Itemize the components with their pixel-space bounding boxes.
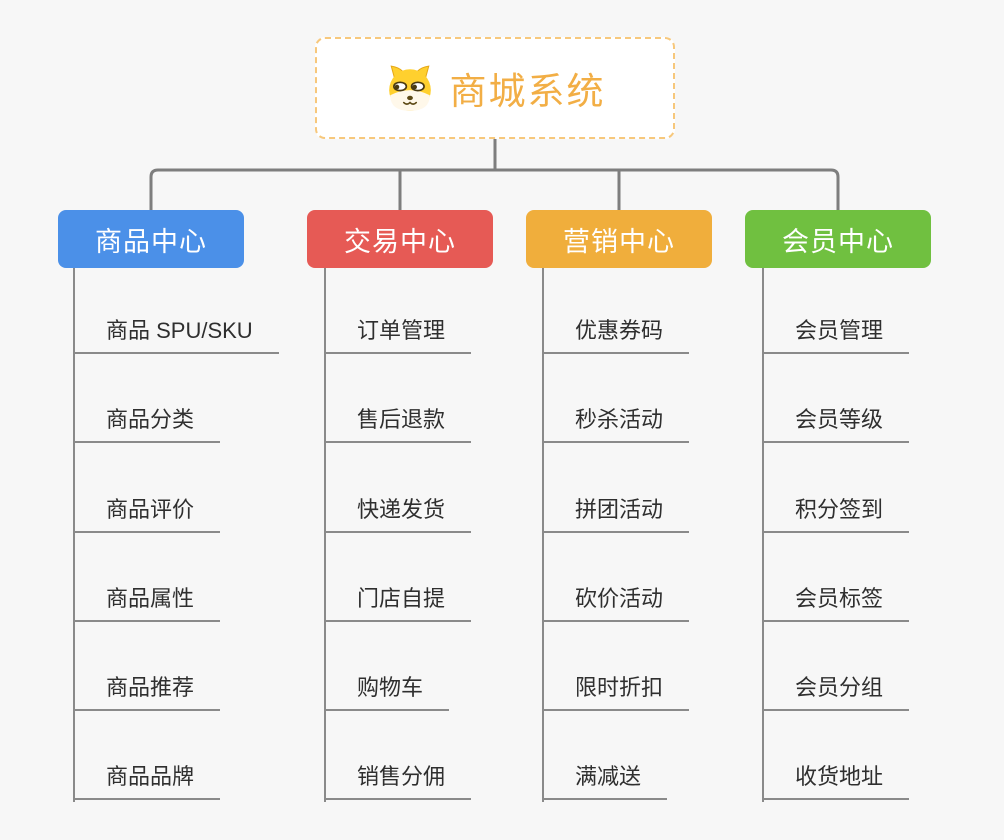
root-node[interactable]: 商城系统 xyxy=(315,37,675,139)
leaf-node-points-checkin[interactable]: 积分签到 xyxy=(762,491,910,533)
leaf-node-member-group[interactable]: 会员分组 xyxy=(762,669,910,711)
branch-connector-line xyxy=(73,268,75,802)
leaf-node-member-level[interactable]: 会员等级 xyxy=(762,401,910,443)
branch-label: 营销中心 xyxy=(563,226,675,257)
branch-node-marketing-center[interactable]: 营销中心 xyxy=(526,210,712,268)
leaf-node-shipping-address[interactable]: 收货地址 xyxy=(762,758,910,800)
leaf-node-full-reduction[interactable]: 满减送 xyxy=(542,758,668,800)
leaf-node-shopping-cart[interactable]: 购物车 xyxy=(324,669,450,711)
leaf-node-product-recommend[interactable]: 商品推荐 xyxy=(73,669,221,711)
branch-label: 会员中心 xyxy=(782,226,894,257)
leaf-node-product-review[interactable]: 商品评价 xyxy=(73,491,221,533)
leaf-node-member-management[interactable]: 会员管理 xyxy=(762,312,910,354)
branch-label: 商品中心 xyxy=(95,226,207,257)
leaf-node-product-attribute[interactable]: 商品属性 xyxy=(73,580,221,622)
leaf-node-sales-commission[interactable]: 销售分佣 xyxy=(324,758,472,800)
branch-node-trade-center[interactable]: 交易中心 xyxy=(307,210,493,268)
leaf-node-order-management[interactable]: 订单管理 xyxy=(324,312,472,354)
leaf-node-flash-sale[interactable]: 秒杀活动 xyxy=(542,401,690,443)
leaf-node-aftersale-refund[interactable]: 售后退款 xyxy=(324,401,472,443)
leaf-node-bargain-activity[interactable]: 砍价活动 xyxy=(542,580,690,622)
leaf-node-store-pickup[interactable]: 门店自提 xyxy=(324,580,472,622)
branch-node-product-center[interactable]: 商品中心 xyxy=(58,210,244,268)
leaf-node-product-brand[interactable]: 商品品牌 xyxy=(73,758,221,800)
branch-connector-line xyxy=(324,268,326,802)
leaf-node-group-buy[interactable]: 拼团活动 xyxy=(542,491,690,533)
leaf-node-product-spu-sku[interactable]: 商品 SPU/SKU xyxy=(73,312,279,354)
branch-node-member-center[interactable]: 会员中心 xyxy=(745,210,931,268)
root-title: 商城系统 xyxy=(449,71,606,112)
leaf-node-product-category[interactable]: 商品分类 xyxy=(73,401,221,443)
branch-connector-line xyxy=(542,268,544,802)
shiba-dog-icon xyxy=(388,65,431,111)
leaf-node-limited-time-discount[interactable]: 限时折扣 xyxy=(542,669,690,711)
branch-label: 交易中心 xyxy=(344,226,456,257)
leaf-node-coupon-code[interactable]: 优惠券码 xyxy=(542,312,690,354)
leaf-node-member-tag[interactable]: 会员标签 xyxy=(762,580,910,622)
leaf-node-express-delivery[interactable]: 快递发货 xyxy=(324,491,472,533)
branch-connector-line xyxy=(762,268,764,802)
